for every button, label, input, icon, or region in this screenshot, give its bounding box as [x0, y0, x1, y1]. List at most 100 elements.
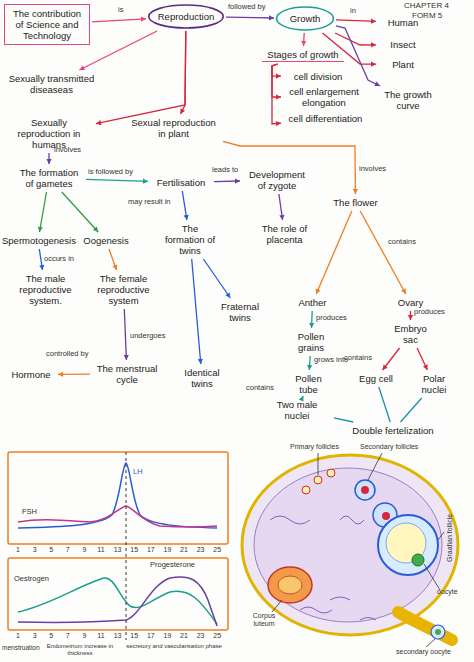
ovary-illustration-part: [278, 576, 302, 594]
axis-tick-number: 13: [111, 632, 125, 640]
connector-line: [203, 259, 230, 298]
concept-text: Development of zygote: [244, 169, 310, 191]
curve-label: Oestrogen: [14, 575, 49, 583]
axis-tick-number: 13: [111, 546, 125, 554]
arrow-head: [58, 372, 63, 377]
arrow-head: [316, 288, 321, 294]
connector-line: [334, 418, 353, 422]
axis-tick-number: 21: [177, 632, 191, 640]
axis-tick-number: 15: [127, 546, 141, 554]
edge-label: contains: [246, 384, 274, 392]
concept-oval: Growth: [276, 6, 334, 31]
concept-node: Embryo sac: [388, 322, 433, 346]
connector-line: [379, 387, 390, 422]
connector-line: [181, 31, 186, 114]
concept-box: The contribution of Science and Technolo…: [4, 4, 90, 45]
arrow-head: [301, 41, 306, 46]
concept-node: Pollen tube: [286, 372, 331, 396]
axis-tick-number: 7: [61, 546, 75, 554]
connector-line: [92, 19, 146, 22]
ovary-illustration-part: [412, 554, 424, 566]
concept-text: Sexually transmitted diseaseas: [6, 73, 97, 95]
arrow-head: [96, 120, 101, 125]
arrow-head: [198, 359, 203, 364]
arrow-head: [307, 365, 312, 370]
axis-tick-number: 23: [194, 632, 208, 640]
part-label: Primary follicles: [290, 443, 339, 451]
connector-line: [401, 398, 422, 422]
concept-text: Oogenesis: [82, 235, 130, 246]
edge-label: is followed by: [88, 168, 133, 176]
part-label: secondary oocyte: [396, 648, 451, 656]
connector: [46, 153, 51, 164]
concept-text: Anther: [292, 297, 333, 308]
arrow-head: [383, 364, 388, 370]
connector: [309, 311, 314, 328]
axis-tick-number: 11: [94, 632, 108, 640]
connector: [86, 179, 148, 184]
curve-label: Progesterone: [150, 561, 195, 569]
connector: [334, 418, 353, 422]
concept-text: The formation of gametes: [16, 167, 82, 189]
ovary-illustration-part: [268, 567, 312, 603]
arrow-head: [401, 288, 406, 294]
axis-tick-number: 19: [160, 632, 174, 640]
concept-node: Two male nuclei: [262, 398, 332, 422]
connector: [336, 19, 376, 24]
ovary-illustration-part: [355, 480, 375, 500]
connector: [379, 387, 390, 422]
concept-text: Double fertelization: [340, 425, 446, 436]
connector: [226, 15, 274, 20]
concept-node: Polar nuclei: [414, 372, 454, 396]
arrow-head: [180, 108, 185, 114]
ovulation-dashed-line: [126, 452, 127, 640]
concept-node: Hormone: [6, 368, 56, 381]
concept-text: Hormone: [8, 369, 54, 380]
edge-label: undergoes: [130, 332, 165, 340]
concept-oval: Reproduction: [148, 4, 224, 29]
ovary-illustration-part: [398, 612, 452, 640]
axis-tick-number: 25: [210, 632, 224, 640]
connector: [383, 348, 400, 370]
concept-text: Reproduction: [156, 11, 216, 22]
axis-tick-number: 5: [44, 546, 58, 554]
concept-text: The flower: [330, 197, 381, 208]
connector: [272, 64, 281, 126]
concept-node: Development of zygote: [242, 168, 312, 192]
concept-node: Human: [378, 16, 428, 29]
concept-node: cell division: [283, 70, 353, 83]
edge-label: controlled by: [46, 350, 89, 358]
concept-node: The menstrual cycle: [92, 362, 162, 386]
phase-label: secretory and vascularisation phase: [122, 643, 226, 650]
connector: [279, 194, 285, 220]
edge-label: leads to: [212, 166, 238, 174]
arrow-head: [143, 179, 148, 184]
edge-label: involves: [359, 165, 386, 173]
ovary-illustration: [242, 453, 458, 647]
concept-node: cell differentiation: [283, 112, 368, 125]
arrow-head: [371, 62, 376, 67]
ovary-illustration-part: [431, 625, 445, 639]
part-label: Graafian follicle: [446, 514, 454, 562]
curve-label: LH: [133, 468, 143, 476]
axis-tick-number: 1: [11, 632, 25, 640]
arrow-head: [371, 19, 376, 24]
arrow-head: [46, 159, 51, 164]
arrow-head: [38, 227, 43, 232]
connector-line: [417, 348, 427, 370]
connector: [124, 309, 129, 360]
concept-text: Insect: [380, 39, 426, 50]
edge-label: is: [118, 6, 123, 14]
edge-label: occurs in: [44, 255, 74, 263]
connector-line: [109, 249, 117, 270]
hormone-graph-top-part: [8, 452, 228, 544]
ovary-illustration-part: [254, 468, 442, 622]
ovary-illustration-part: [242, 455, 458, 635]
concept-node: The growth curve: [378, 88, 438, 112]
concept-node: The formation of twins: [160, 222, 220, 257]
phase-label: Endometrium increase in thickness: [44, 643, 116, 656]
connector: [58, 372, 90, 377]
axis-tick-number: 5: [44, 632, 58, 640]
edge-label: grows into: [314, 356, 348, 364]
connector: [301, 33, 306, 46]
